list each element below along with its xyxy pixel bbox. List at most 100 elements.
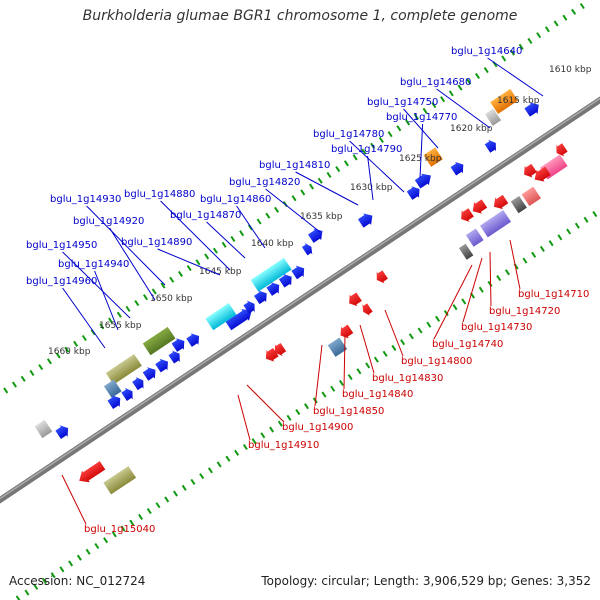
forward-scale-lane-tick <box>55 352 61 359</box>
forward-scale-lane-tick <box>422 107 428 114</box>
forward-gene-label: bglu_1g14930 <box>50 194 121 205</box>
reverse-gene-arrow <box>340 324 354 339</box>
reverse-gene-arrow-shape <box>340 324 354 339</box>
forward-gene-arrow-shape <box>253 290 267 305</box>
forward-scale-lane-tick <box>186 265 192 272</box>
forward-gene-leader <box>62 251 131 319</box>
reverse-scale-lane-tick <box>478 286 484 293</box>
reverse-scale-lane-tick <box>391 344 397 352</box>
reverse-scale-lane-tick <box>260 432 266 439</box>
reverse-scale-lane-tick <box>583 216 589 223</box>
forward-scale-lane-tick <box>378 136 384 144</box>
forward-scale-lane-tick <box>509 49 515 56</box>
reverse-gene-label: bglu_1g14730 <box>461 322 532 333</box>
reverse-scale-lane-tick <box>207 467 213 474</box>
reverse-gene-leader <box>237 394 251 441</box>
forward-gene-leader <box>367 155 374 201</box>
forward-gene-arrow <box>357 213 373 228</box>
forward-gene-leader <box>265 188 321 233</box>
forward-gene-box-body <box>490 88 518 114</box>
forward-scale-lane-tick <box>300 189 306 196</box>
reverse-scale-lane-tick <box>522 257 528 264</box>
forward-gene-box-body <box>205 303 237 331</box>
forward-gene-box <box>34 419 53 439</box>
reverse-gene-leader <box>246 384 285 423</box>
reverse-gene-box <box>458 243 474 260</box>
forward-scale-lane-tick <box>405 119 411 126</box>
reverse-scale-lane-tick <box>242 443 248 451</box>
forward-gene-label: bglu_1g14770 <box>386 112 457 123</box>
forward-gene-box-body <box>484 108 502 126</box>
forward-gene-arrow-shape <box>450 161 464 176</box>
kbp-label: 1640 kbp <box>251 239 294 249</box>
reverse-scale-lane-tick <box>120 525 126 532</box>
reverse-gene-leader <box>359 324 375 374</box>
forward-gene-label: bglu_1g14890 <box>121 237 192 248</box>
forward-gene-label: bglu_1g14860 <box>200 194 271 205</box>
forward-scale-lane-tick <box>151 288 157 295</box>
forward-scale-lane-tick <box>466 78 472 85</box>
forward-gene-leader <box>86 205 166 286</box>
forward-scale-lane-tick <box>99 323 105 330</box>
reverse-scale-lane-tick <box>286 414 292 421</box>
reverse-scale-lane-tick <box>41 577 47 585</box>
reverse-gene-arrow <box>274 342 287 357</box>
reverse-gene-label: bglu_1g14850 <box>313 406 384 417</box>
forward-scale-lane-tick <box>256 218 262 225</box>
forward-gene-arrow <box>291 265 305 280</box>
reverse-gene-box-body <box>521 186 542 206</box>
forward-gene-arrow-shape <box>357 213 373 228</box>
forward-gene-arrow-shape <box>301 242 313 256</box>
forward-scale-lane-tick <box>291 195 297 202</box>
kbp-label: 1645 kbp <box>199 267 242 277</box>
reverse-scale-lane-tick <box>129 519 135 526</box>
forward-gene-leader <box>236 205 266 249</box>
forward-gene-arrow <box>132 377 144 391</box>
forward-scale-lane-tick <box>108 317 114 324</box>
reverse-gene-label: bglu_1g14740 <box>432 339 503 350</box>
reverse-gene-label: bglu_1g14710 <box>518 289 589 300</box>
forward-gene-box <box>103 379 122 398</box>
forward-gene-arrow-shape <box>524 102 539 117</box>
forward-gene-label: bglu_1g14750 <box>367 97 438 108</box>
reverse-gene-arrow <box>79 461 106 483</box>
forward-gene-label: bglu_1g14870 <box>170 210 241 221</box>
forward-scale-lane-tick <box>457 84 463 91</box>
forward-gene-label: bglu_1g14820 <box>229 177 300 188</box>
forward-gene-leader <box>419 123 424 179</box>
forward-scale-lane-tick <box>370 142 376 149</box>
forward-scale-lane-tick <box>518 43 524 50</box>
forward-gene-arrow <box>107 395 121 409</box>
forward-gene-arrow <box>55 425 69 439</box>
reverse-scale-lane-tick <box>269 426 275 433</box>
forward-scale-lane-tick <box>579 2 585 10</box>
forward-gene-arrow-shape <box>107 395 121 409</box>
forward-scale-lane-tick <box>527 37 533 45</box>
forward-gene-box <box>205 303 237 331</box>
forward-scale-lane-tick <box>160 282 166 289</box>
forward-scale-lane-tick <box>553 20 559 27</box>
reverse-gene-box-body <box>480 210 512 238</box>
forward-scale-lane-tick <box>536 32 542 39</box>
forward-gene-arrow-shape <box>155 358 168 373</box>
forward-scale-lane-tick <box>387 131 393 138</box>
reverse-scale-lane-tick <box>330 385 336 392</box>
forward-scale-lane-tick <box>134 299 140 307</box>
forward-gene-leader <box>94 270 119 331</box>
forward-scale-lane-tick <box>143 294 149 301</box>
reverse-gene-arrow <box>461 208 474 222</box>
forward-gene-label: bglu_1g14810 <box>259 160 330 171</box>
forward-scale-lane-tick <box>274 206 280 213</box>
reverse-gene-arrow-shape <box>461 208 474 222</box>
backbone-line <box>0 96 600 504</box>
forward-gene-arrow <box>450 161 464 176</box>
forward-gene-label: bglu_1g14780 <box>313 129 384 140</box>
forward-gene-arrow <box>406 186 420 200</box>
reverse-scale-lane-tick <box>295 408 301 416</box>
reverse-scale-lane-tick <box>426 321 432 328</box>
forward-scale-lane-tick <box>309 183 315 190</box>
reverse-gene-leader <box>509 239 521 290</box>
reverse-scale-lane-tick <box>557 234 563 241</box>
forward-gene-box <box>105 354 142 385</box>
reverse-gene-box <box>510 195 527 214</box>
